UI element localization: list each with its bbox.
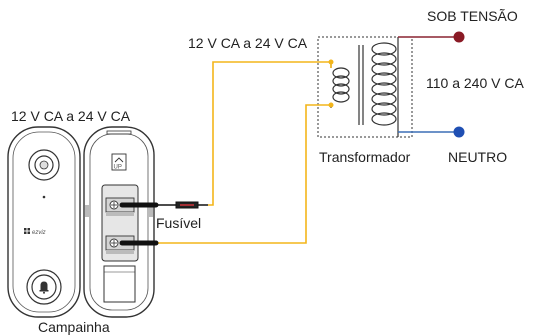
brand-label: ezviz — [32, 230, 46, 236]
terminal-upper-lower-tab — [106, 212, 134, 216]
transformer — [317, 36, 413, 138]
wire-junction — [328, 59, 334, 65]
mains-label: 110 a 240 V CA — [426, 75, 524, 91]
fuse-label: Fusível — [156, 215, 201, 231]
side-clip — [85, 205, 89, 217]
doorbell-back: UP — [83, 126, 155, 318]
transformer-enclosure — [317, 36, 413, 138]
fuse — [152, 201, 208, 209]
neutral-label: NEUTRO — [448, 149, 507, 165]
yellow-wire-bottom — [155, 104, 331, 244]
bottom-compartment — [103, 265, 136, 303]
wire-junction — [328, 102, 334, 108]
bell-icon — [39, 281, 49, 294]
terminal-lower-tab — [106, 250, 134, 254]
primary-coil — [371, 42, 397, 126]
camera-lens — [34, 155, 54, 175]
neutral-terminal — [453, 126, 465, 138]
sensor-dot — [42, 195, 46, 199]
secondary-coil — [332, 67, 350, 103]
doorbell-front: ezviz — [7, 126, 81, 318]
camera-center — [39, 160, 49, 170]
up-arrow-icon: UP — [114, 157, 124, 171]
doorbell-front-inner — [12, 131, 76, 313]
top-slot — [106, 130, 132, 135]
side-clip — [149, 205, 153, 217]
ezviz-logo: ezviz — [24, 228, 46, 236]
voltage-top-label: 12 V CA a 24 V CA — [188, 35, 308, 51]
up-marker — [111, 153, 127, 171]
call-button-ring — [26, 269, 62, 305]
yellow-wire-top — [208, 61, 332, 206]
doorbell-label: Campainha — [38, 319, 110, 335]
doorbell-front-body — [7, 126, 81, 318]
live-label: SOB TENSÃO — [427, 8, 518, 24]
camera-ring — [28, 149, 60, 181]
up-label: UP — [114, 165, 122, 171]
call-button — [31, 274, 57, 300]
live-terminal — [453, 31, 465, 43]
transformer-label: Transformador — [319, 149, 411, 165]
voltage-left-label: 12 V CA a 24 V CA — [11, 108, 131, 124]
